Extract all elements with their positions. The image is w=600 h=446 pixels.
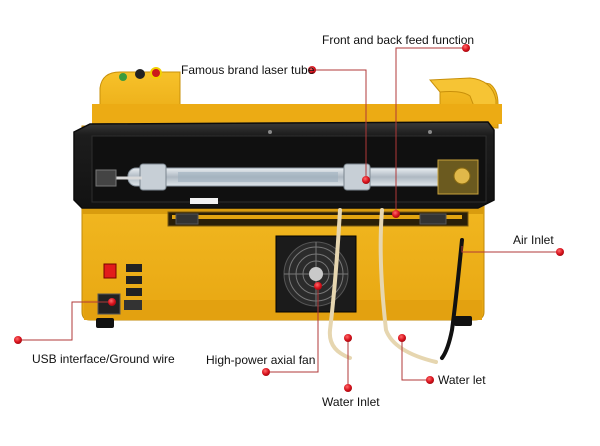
label-usb-ground: USB interface/Ground wire xyxy=(32,352,175,366)
marker-feed-point xyxy=(392,210,400,218)
leader-front-back-feed xyxy=(395,47,466,214)
marker-water-inlet-point xyxy=(344,334,352,342)
rear-hood xyxy=(92,71,502,129)
marker-laser-tube-point xyxy=(362,176,370,184)
green-button-icon xyxy=(119,73,127,81)
machine-feet xyxy=(96,316,472,328)
feed-slot xyxy=(167,211,469,227)
top-control-buttons xyxy=(119,67,162,81)
callout-leaders xyxy=(18,47,560,388)
marker-air-inlet xyxy=(556,248,564,256)
rear-panel xyxy=(73,121,495,209)
marker-water-let-point xyxy=(398,334,406,342)
leader-axial-fan xyxy=(266,286,319,373)
axial-fan xyxy=(275,235,357,313)
marker-usb-ground xyxy=(14,336,22,344)
black-button-icon xyxy=(135,69,145,79)
marker-usb-ground-point xyxy=(108,298,116,306)
marker-water-let xyxy=(426,376,434,384)
marker-axial-fan xyxy=(262,368,270,376)
leader-water-let xyxy=(401,338,430,381)
label-front-back-feed: Front and back feed function xyxy=(322,33,475,47)
water-hoses xyxy=(327,208,464,364)
emergency-stop-icon xyxy=(150,67,162,79)
callout-markers xyxy=(14,44,564,392)
label-axial-fan: High-power axial fan xyxy=(206,353,316,367)
leader-laser-tube xyxy=(312,69,367,180)
label-air-inlet: Air Inlet xyxy=(513,233,554,247)
marker-laser-tube xyxy=(308,66,316,74)
label-water-inlet: Water Inlet xyxy=(322,395,380,409)
label-water-let: Water let xyxy=(438,373,486,387)
leader-usb-ground xyxy=(18,301,112,341)
marker-front-back-feed xyxy=(462,44,470,52)
marker-water-inlet xyxy=(344,384,352,392)
leader-air-inlet xyxy=(461,246,560,253)
label-laser-tube: Famous brand laser tube xyxy=(181,63,315,77)
marker-fan-point xyxy=(314,282,322,290)
